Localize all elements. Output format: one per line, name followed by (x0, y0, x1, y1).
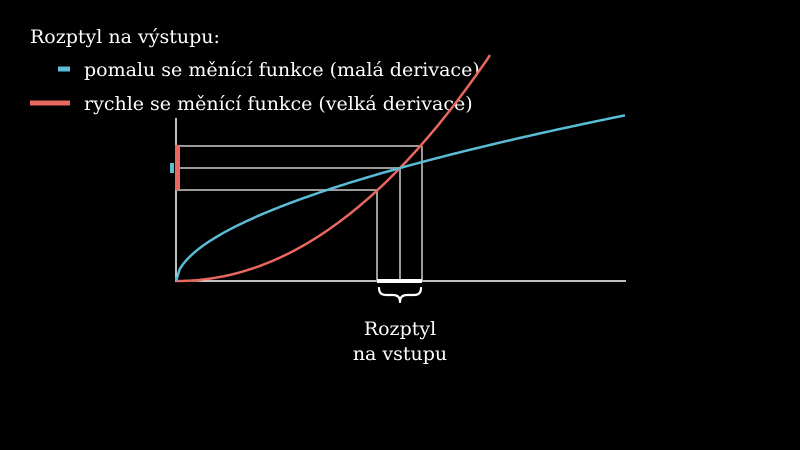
output-spread-slow-marker (170, 163, 174, 173)
input-spread-label-line2: na vstupu (353, 343, 447, 365)
legend-label-fast: rychle se měnící funkce (velká derivace) (84, 93, 473, 115)
fast-function-curve (176, 54, 492, 283)
projection-guides (176, 145, 423, 281)
legend-label-slow: pomalu se měnící funkce (malá derivace) (84, 59, 480, 81)
slow-function-curve (174, 114, 626, 282)
input-spread-label-line1: Rozptyl (364, 318, 436, 340)
output-spread-fast-marker (175, 145, 180, 190)
legend-title: Rozptyl na výstupu: (30, 26, 220, 48)
input-spread-brace (377, 286, 423, 304)
